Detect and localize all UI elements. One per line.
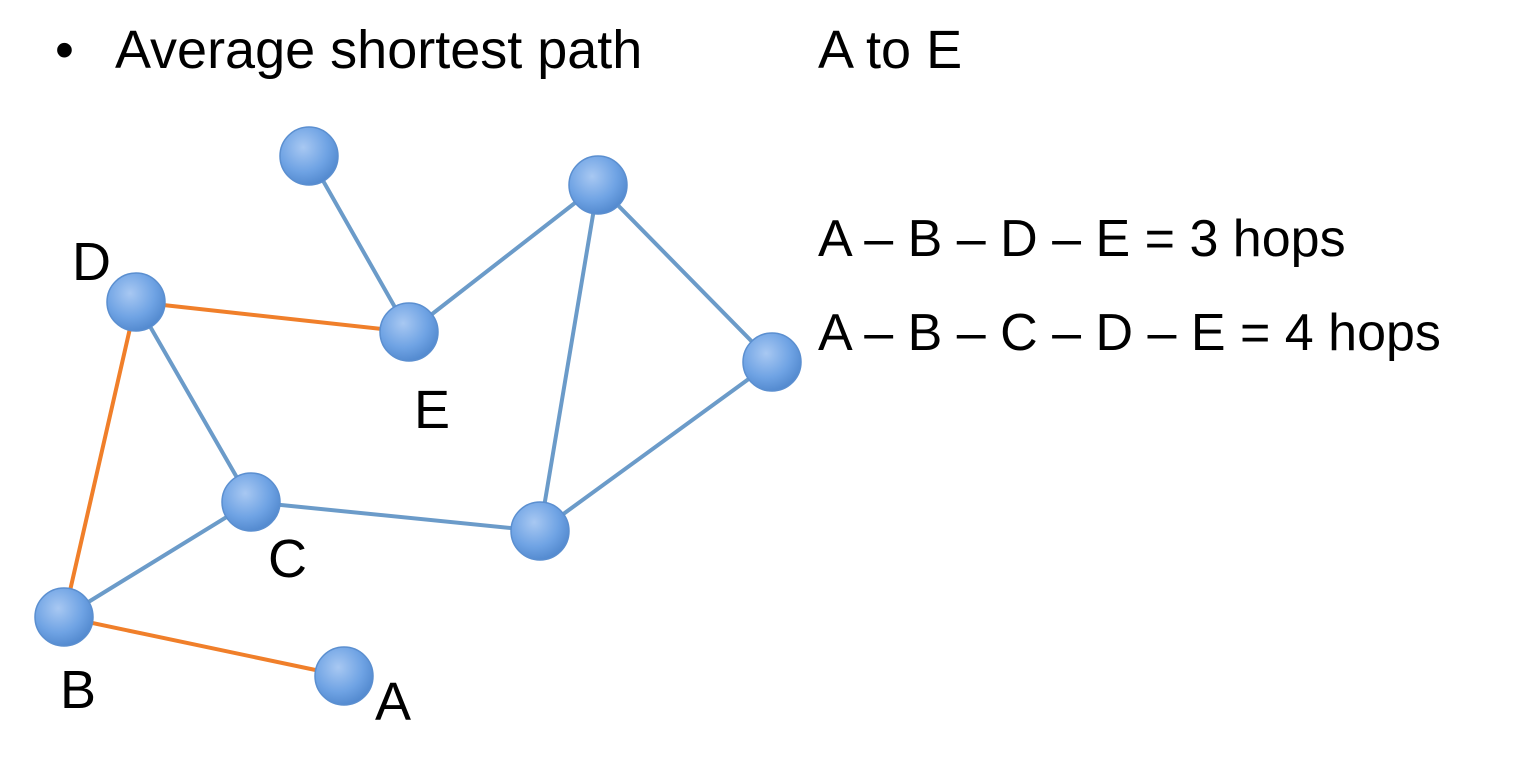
node-B [34, 587, 94, 647]
edge-B-A-highlighted [62, 615, 346, 678]
edge-upper_right-lower_mid [538, 183, 600, 533]
node-label-E: E [414, 380, 450, 440]
labels-layer: A B C D E [60, 232, 450, 732]
node-label-B: B [60, 660, 96, 720]
node-C [221, 472, 281, 532]
node-E [379, 302, 439, 362]
edge-right-lower_mid [538, 360, 774, 533]
nodes-layer [34, 126, 802, 706]
route-subtitle: A to E [818, 20, 963, 80]
edge-D-E-highlighted [134, 300, 411, 334]
edge-E-upper_right [407, 183, 600, 334]
edge-top-E [307, 154, 411, 334]
node-label-A: A [375, 672, 411, 732]
bullet-text: Average shortest path [115, 20, 643, 80]
edge-B-D-highlighted [62, 300, 138, 619]
node-A [314, 646, 374, 706]
bullet-heading: • Average shortest path [55, 18, 642, 82]
edge-D-C [134, 300, 253, 504]
bullet-icon: • [55, 20, 74, 80]
node-upper-right [568, 155, 628, 215]
node-top [279, 126, 339, 186]
node-lower-mid [510, 501, 570, 561]
edges-layer [62, 154, 774, 678]
node-label-C: C [268, 529, 307, 589]
node-right [742, 332, 802, 392]
path-option-long: A – B – C – D – E = 4 hops [818, 304, 1441, 362]
node-label-D: D [72, 232, 111, 292]
node-D [106, 272, 166, 332]
path-option-short: A – B – D – E = 3 hops [818, 210, 1346, 268]
edge-C-lower_mid [249, 500, 542, 533]
edge-B-C [62, 500, 253, 619]
edge-upper_right-right [596, 183, 774, 364]
